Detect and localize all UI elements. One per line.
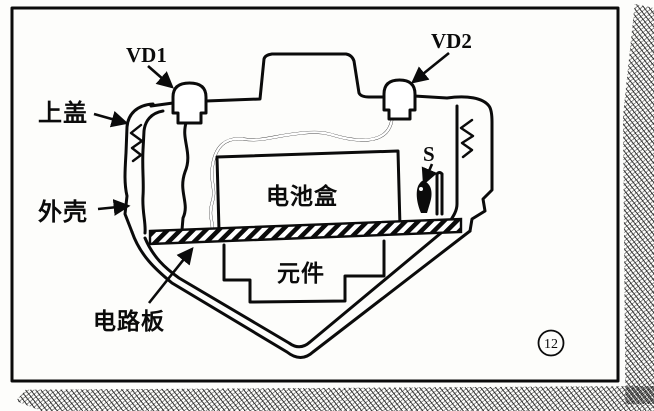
outer-shell-label: 外壳 xyxy=(38,198,88,226)
vd2-led xyxy=(382,78,417,121)
scan-shadow-bottom xyxy=(16,386,654,411)
scan-shadow-right xyxy=(623,4,654,404)
top-cover-arrow xyxy=(93,110,129,128)
vd1-label: VD1 xyxy=(126,43,167,67)
vd2-label: VD2 xyxy=(431,29,472,53)
circuit-board-arrow xyxy=(147,247,194,304)
top-cover-left-stub xyxy=(149,101,175,108)
vd1-led xyxy=(171,81,208,125)
switch-actuator-post xyxy=(435,171,444,216)
shell-bottom-inner-line xyxy=(143,226,449,349)
device-drawing xyxy=(123,52,494,359)
circuit-board-label: 电路板 xyxy=(93,308,165,334)
left-wall-outer-line xyxy=(123,102,155,234)
vd1-lead-wire xyxy=(180,121,190,232)
leader-arrows xyxy=(93,51,450,304)
outer-shell-arrow xyxy=(97,199,131,216)
right-snap-spring-zigzag xyxy=(459,118,475,159)
shell-bottom-outer-line xyxy=(130,229,472,359)
switch-arrow xyxy=(421,163,438,186)
vd1-arrow xyxy=(147,65,174,89)
figure-number-text: 12 xyxy=(544,337,558,352)
switch-label: S xyxy=(423,142,435,166)
vd2-arrow xyxy=(411,51,450,84)
right-wall-outer-line xyxy=(412,94,494,233)
figure-number-badge: 12 xyxy=(537,329,565,357)
figure-number-circle xyxy=(537,329,565,357)
components-label: 元件 xyxy=(277,261,325,286)
top-cover-label: 上盖 xyxy=(38,99,88,127)
vd2-wire-outline xyxy=(209,117,394,233)
circuit-board-hatched xyxy=(148,217,463,246)
top-cover-line-and-bump xyxy=(204,52,387,103)
figure-frame xyxy=(10,6,620,383)
switch-body xyxy=(416,180,432,213)
battery-box-label: 电池盒 xyxy=(266,183,338,209)
vd2-wire-core xyxy=(209,117,394,233)
right-wall-inner-line xyxy=(445,104,459,228)
left-snap-spring-zigzag xyxy=(129,123,144,163)
components-block-outline xyxy=(222,239,386,304)
switch-highlight xyxy=(419,187,423,191)
left-wall-inner-line xyxy=(141,109,165,235)
